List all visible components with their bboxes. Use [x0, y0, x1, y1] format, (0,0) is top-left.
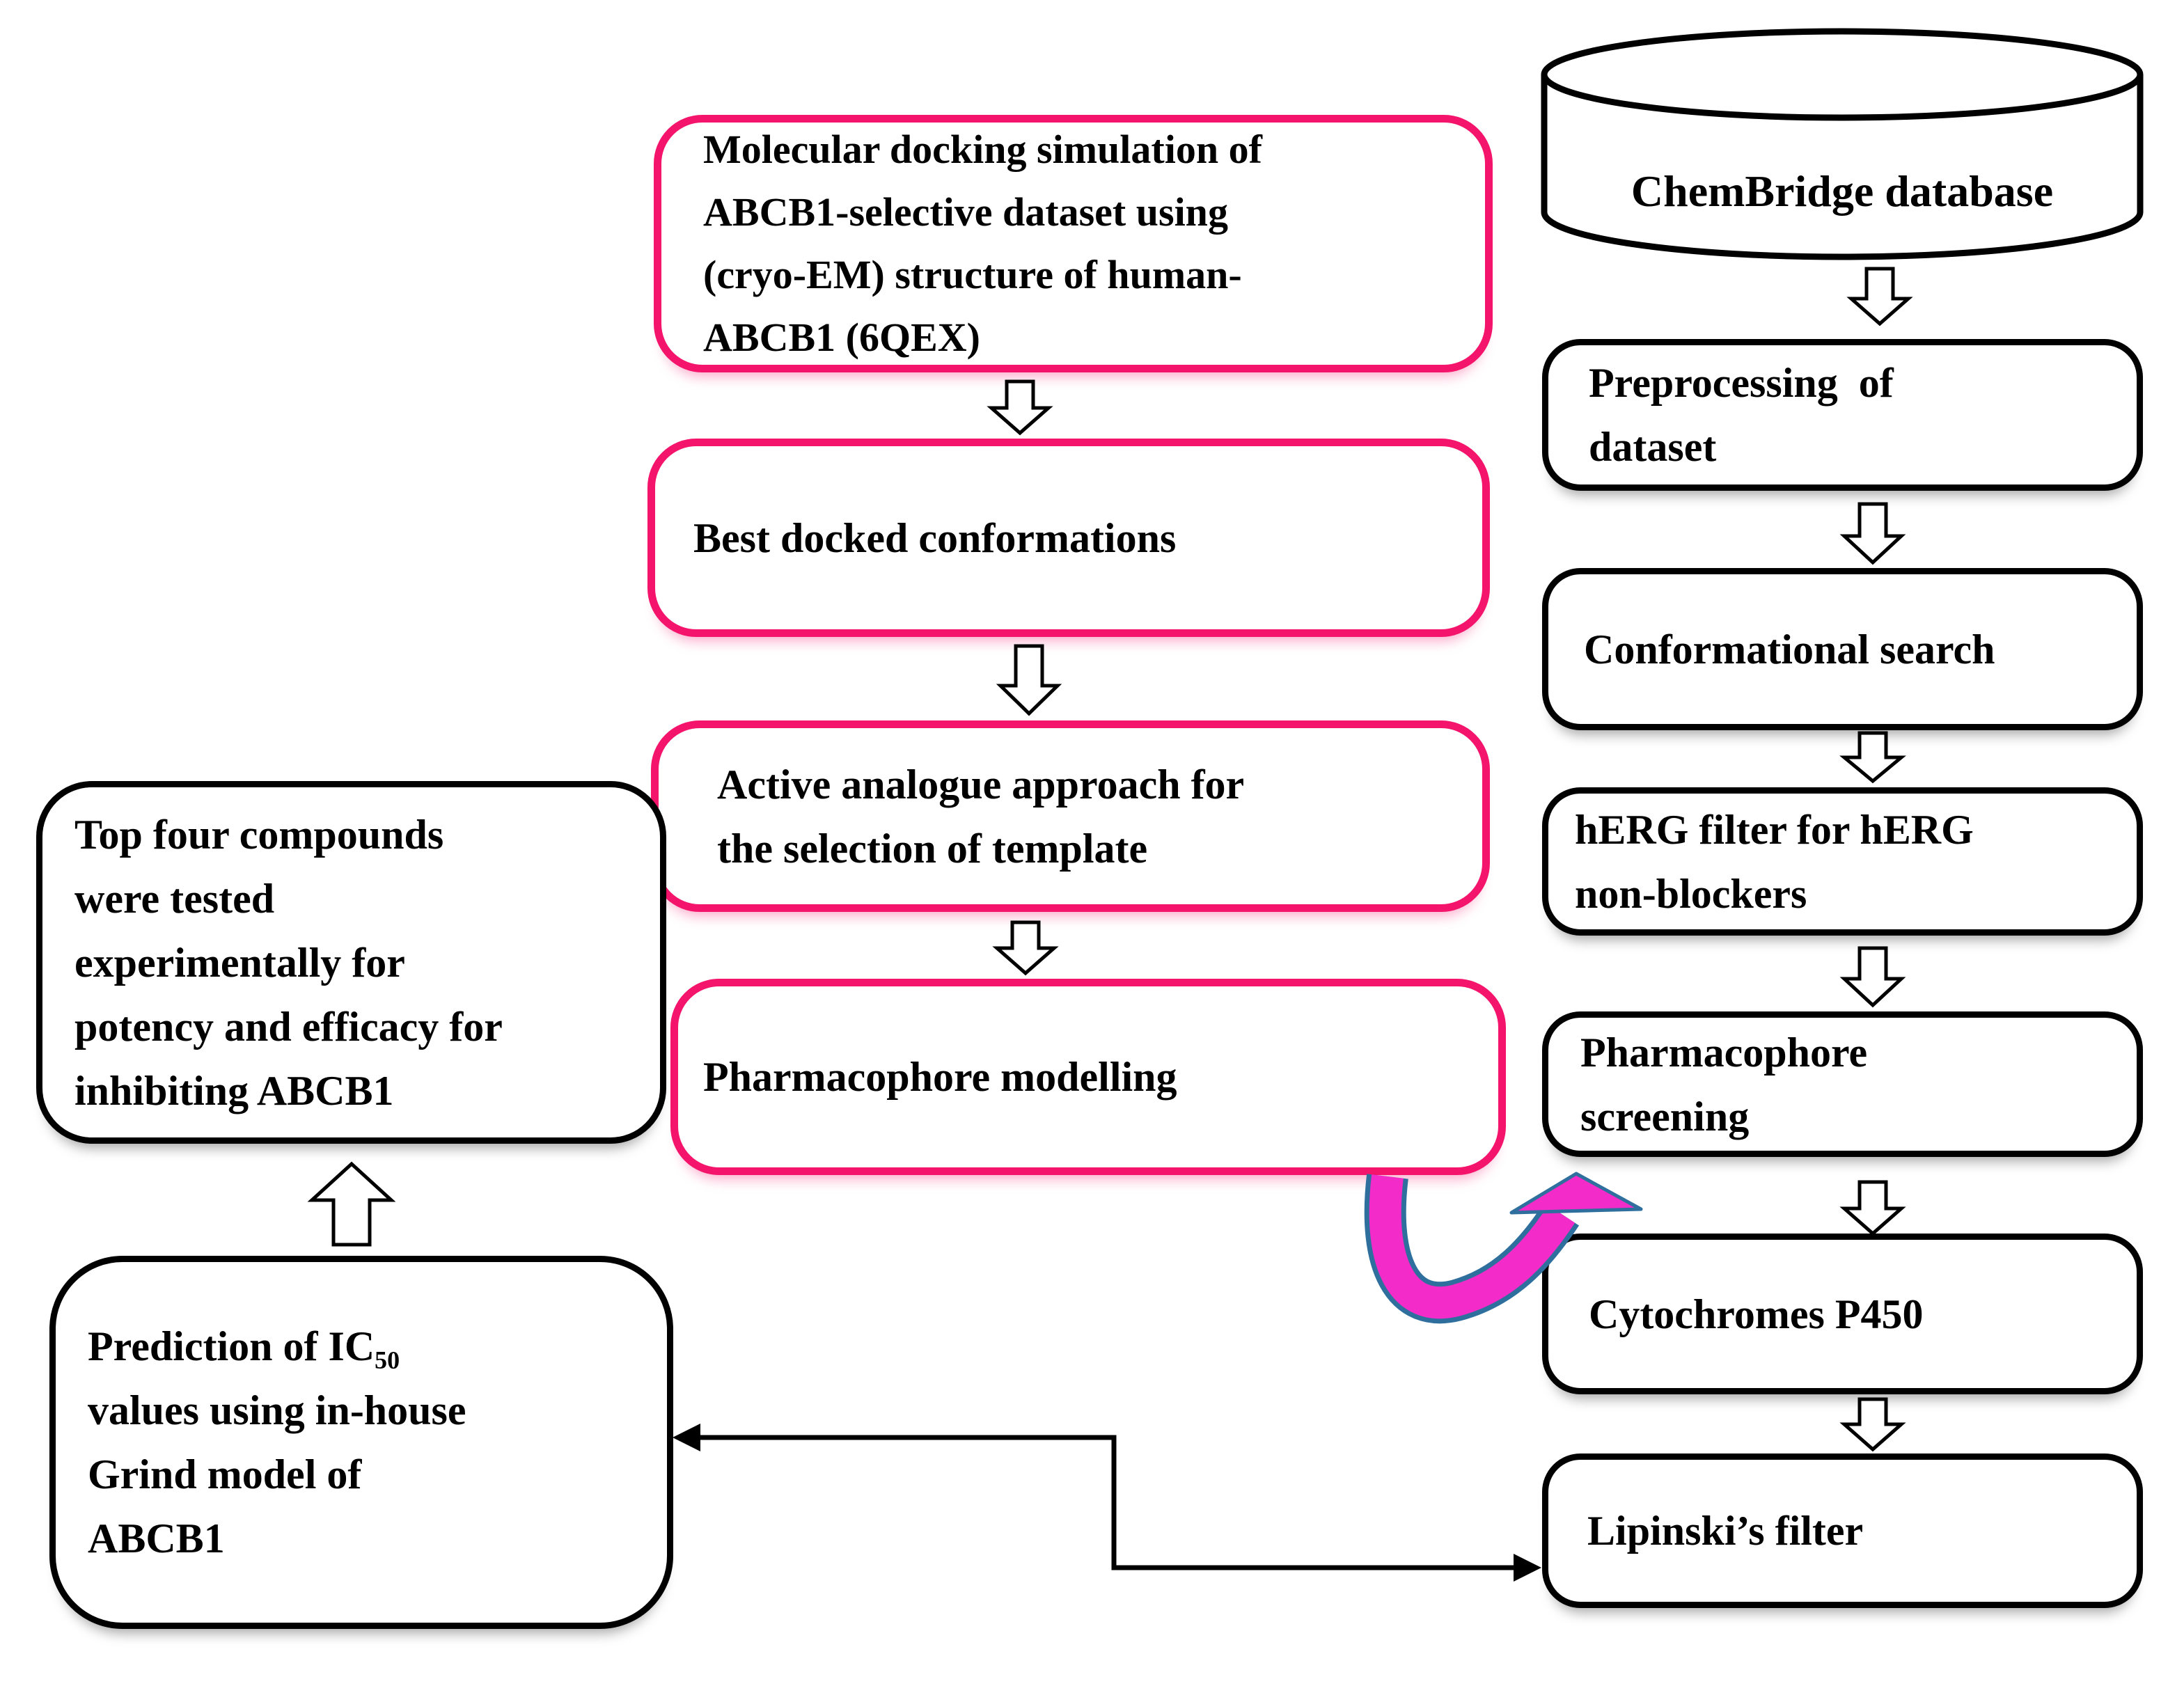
node-label: ChemBridge database	[1631, 166, 2054, 216]
node-label: Preprocessing of dataset	[1589, 360, 1894, 470]
node-best-docked: Best docked conformations	[647, 439, 1490, 637]
down-arrow-icon	[987, 379, 1053, 436]
node-preprocessing: Preprocessing of dataset	[1542, 339, 2143, 491]
node-label: Active analogue approach for the selecti…	[717, 761, 1245, 872]
node-label: Conformational search	[1584, 626, 1995, 672]
node-label: Molecular docking simulation of ABCB1-se…	[703, 127, 1262, 360]
node-pharmacophore-modelling: Pharmacophore modelling	[670, 979, 1506, 1175]
down-arrow-icon	[1839, 731, 1906, 784]
node-ic50-prediction: Prediction of IC₅₀ values using in-house…	[49, 1256, 673, 1629]
node-molecular-docking: Molecular docking simulation of ABCB1-se…	[654, 115, 1493, 372]
node-herg-filter: hERG filter for hERG non-blockers	[1542, 787, 2143, 936]
node-top-four-compounds: Top four compounds were tested experimen…	[36, 781, 666, 1144]
down-arrow-icon	[1839, 946, 1906, 1008]
node-label: Prediction of IC₅₀ values using in-house…	[88, 1323, 466, 1561]
down-arrow-icon	[1846, 267, 1913, 326]
up-arrow-icon	[307, 1161, 396, 1247]
node-pharmacophore-screening: Pharmacophore screening	[1542, 1011, 2143, 1157]
node-active-analogue: Active analogue approach for the selecti…	[651, 720, 1490, 912]
node-lipinski-filter: Lipinski’s filter	[1542, 1453, 2143, 1608]
down-arrow-icon	[996, 644, 1062, 716]
down-arrow-icon	[992, 920, 1059, 976]
node-cytochromes-p450: Cytochromes P450	[1542, 1234, 2143, 1394]
node-chembridge-database: ChemBridge database	[1544, 125, 2140, 258]
node-conformational-search: Conformational search	[1542, 568, 2143, 730]
node-label: Lipinski’s filter	[1587, 1508, 1864, 1554]
node-label: Pharmacophore modelling	[703, 1054, 1177, 1100]
node-label: Pharmacophore screening	[1580, 1029, 1868, 1140]
node-label: Top four compounds were tested experimen…	[74, 811, 503, 1114]
down-arrow-icon	[1839, 1397, 1906, 1452]
node-label: Best docked conformations	[693, 514, 1177, 561]
elbow-connector-arrow	[673, 1424, 1541, 1582]
node-label: hERG filter for hERG non-blockers	[1575, 806, 1974, 917]
down-arrow-icon	[1839, 502, 1906, 565]
down-arrow-icon	[1839, 1180, 1906, 1236]
node-label: Cytochromes P450	[1589, 1291, 1924, 1337]
